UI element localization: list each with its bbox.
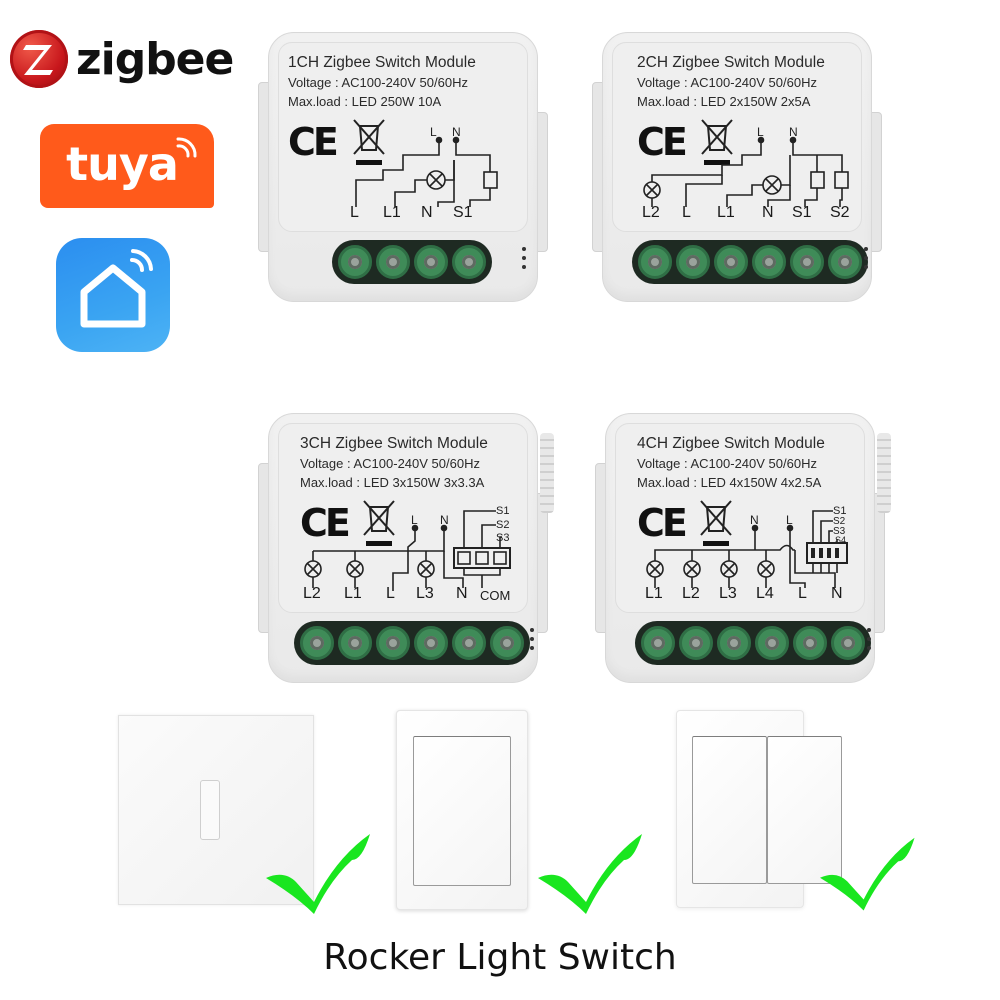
module-max-load: Max.load : LED 250W 10A [288, 94, 442, 109]
screw-terminal-block [635, 621, 871, 665]
module-4ch: 4CH Zigbee Switch Module Voltage : AC100… [595, 413, 891, 683]
wall-switch-double-rocker [676, 710, 842, 908]
zigbee-z-icon [10, 30, 68, 88]
module-voltage: Voltage : AC100-240V 50/60Hz [637, 456, 817, 471]
terminal-label: L [798, 585, 807, 602]
checkmark-icon [266, 834, 370, 914]
terminal-label: L [350, 204, 359, 221]
svg-text:N: N [750, 513, 759, 527]
zigbee-logo: zigbee [10, 30, 234, 88]
tuya-wordmark: tuya [66, 137, 179, 191]
ce-mark-icon: CE [637, 120, 688, 164]
tuya-logo: tuya [40, 124, 214, 208]
svg-text:N: N [789, 125, 798, 139]
module-2ch: 2CH Zigbee Switch Module Voltage : AC100… [592, 32, 882, 302]
svg-text:S1: S1 [496, 505, 509, 517]
terminal-label: L2 [682, 585, 700, 602]
svg-text:L: L [786, 513, 793, 527]
weee-bin-icon [353, 119, 385, 165]
terminal-label: COM [480, 588, 511, 603]
terminal-label: N [456, 585, 468, 602]
svg-text:S3: S3 [833, 526, 846, 537]
terminal-label: L2 [303, 585, 321, 602]
module-max-load: Max.load : LED 2x150W 2x5A [637, 94, 811, 109]
ce-mark-icon: CE [288, 120, 339, 164]
wall-switch-toggle [118, 715, 314, 905]
terminal-label: L2 [642, 204, 660, 221]
module-voltage: Voltage : AC100-240V 50/60Hz [637, 75, 817, 90]
zigbee-wordmark: zigbee [76, 33, 234, 85]
terminal-label: S1 [792, 204, 812, 221]
module-title: 2CH Zigbee Switch Module [637, 54, 825, 71]
terminal-label: S1 [453, 204, 473, 221]
ce-mark-icon: CE [637, 501, 688, 545]
terminal-label: L [386, 585, 395, 602]
terminal-label: L1 [344, 585, 362, 602]
terminal-label: L1 [645, 585, 663, 602]
module-voltage: Voltage : AC100-240V 50/60Hz [300, 456, 480, 471]
svg-text:N: N [440, 513, 449, 527]
terminal-label: L [682, 204, 691, 221]
svg-text:S1: S1 [833, 505, 846, 517]
checkmark-icon [820, 837, 915, 911]
toggle-lever [200, 780, 220, 840]
svg-text:S4: S4 [835, 535, 846, 545]
svg-text:L: L [757, 125, 764, 139]
terminal-label: S2 [830, 204, 850, 221]
screw-terminal-block [332, 240, 492, 284]
weee-bin-icon [700, 500, 732, 546]
terminal-label: N [762, 204, 774, 221]
module-max-load: Max.load : LED 3x150W 3x3.3A [300, 475, 485, 490]
rocker-paddle [413, 736, 511, 886]
weee-bin-icon [363, 500, 395, 546]
ce-mark-icon: CE [300, 501, 351, 545]
screw-terminal-block [294, 621, 530, 665]
wiring-diagram: L N [355, 125, 498, 207]
terminal-label: L1 [717, 204, 735, 221]
wiring-diagram: L N [643, 125, 849, 207]
house-wifi-icon [80, 249, 153, 328]
module-1ch: 1CH Zigbee Switch Module Voltage : AC100… [258, 32, 548, 302]
smart-life-app-icon [56, 238, 170, 352]
screw-terminal-block [632, 240, 868, 284]
caption-title: Rocker Light Switch [323, 937, 677, 978]
module-title: 4CH Zigbee Switch Module [637, 435, 825, 452]
module-title: 1CH Zigbee Switch Module [288, 54, 476, 71]
wifi-icon [176, 137, 197, 158]
rocker-paddle-left [692, 736, 767, 884]
terminal-label: N [421, 204, 433, 221]
rocker-paddle-right [767, 736, 842, 884]
svg-text:N: N [452, 125, 461, 139]
svg-text:S2: S2 [833, 516, 846, 527]
module-voltage: Voltage : AC100-240V 50/60Hz [288, 75, 468, 90]
terminal-label: L3 [416, 585, 434, 602]
checkmark-icon [538, 834, 642, 914]
module-max-load: Max.load : LED 4x150W 4x2.5A [637, 475, 822, 490]
terminal-label: N [831, 585, 843, 602]
wiring-diagram: N L S1 S2 S3 S4 [646, 505, 848, 588]
wiring-diagram: L N S1 S2 S3 [304, 505, 511, 591]
terminal-label: L3 [719, 585, 737, 602]
weee-bin-icon [701, 119, 733, 165]
terminal-label: L4 [756, 585, 774, 602]
svg-text:L: L [411, 513, 418, 527]
module-3ch: 3CH Zigbee Switch Module Voltage : AC100… [258, 413, 554, 683]
terminal-label: L1 [383, 204, 401, 221]
svg-text:S2: S2 [496, 519, 509, 531]
svg-text:L: L [430, 125, 437, 139]
svg-text:S3: S3 [496, 532, 509, 544]
wall-switch-single-rocker-plate [396, 710, 528, 910]
module-title: 3CH Zigbee Switch Module [300, 435, 488, 452]
